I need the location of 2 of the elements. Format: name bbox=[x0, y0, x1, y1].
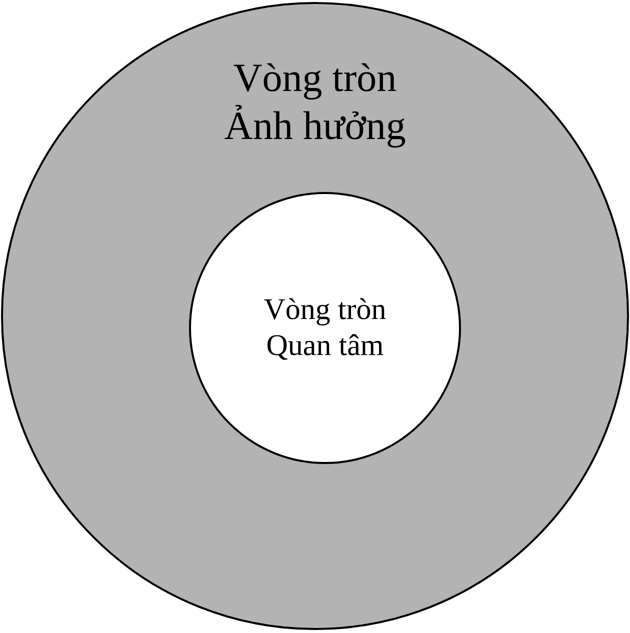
circle-label: Vòng tròn Ảnh hưởng bbox=[223, 54, 407, 150]
circle-label: Vòng tròn Quan tâm bbox=[262, 292, 388, 364]
